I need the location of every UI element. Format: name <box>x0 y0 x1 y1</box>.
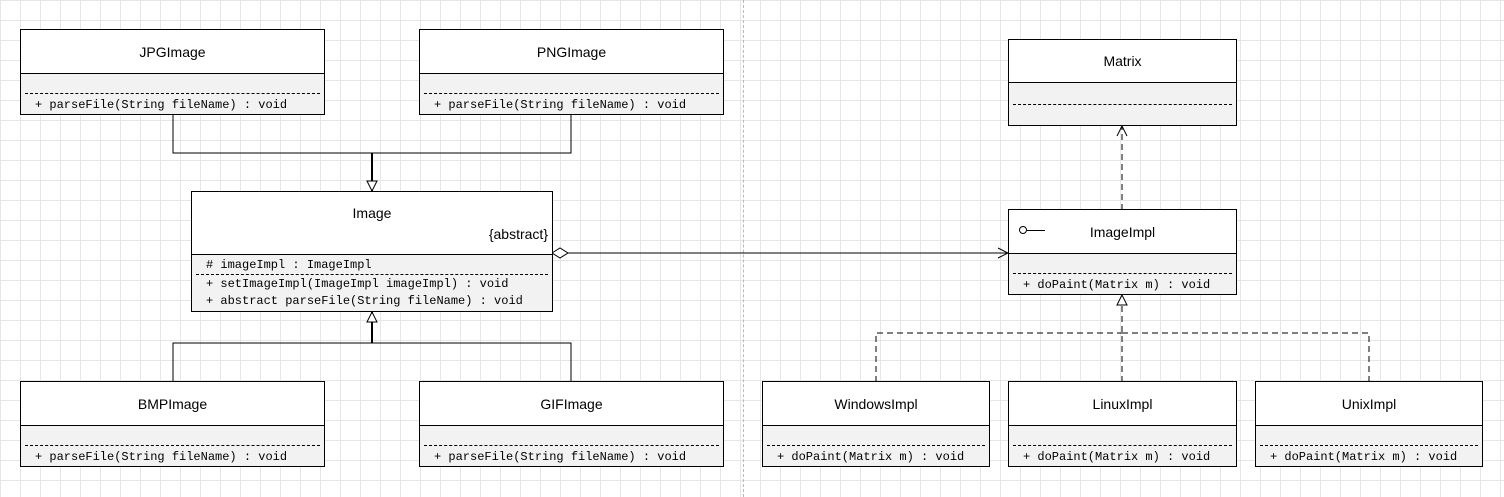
class-name: WindowsImpl <box>834 395 918 412</box>
generalization-gif-line <box>372 342 572 382</box>
class-name: Image <box>352 205 392 221</box>
interface-icon <box>1019 226 1045 234</box>
class-name: Matrix <box>1103 53 1142 69</box>
class-gifimage[interactable]: GIFImage + parseFile(String fileName) : … <box>419 381 724 467</box>
operation: + parseFile(String fileName) : void <box>434 98 687 112</box>
class-matrix[interactable]: Matrix <box>1008 39 1237 126</box>
class-uniximpl[interactable]: UnixImpl + doPaint(Matrix m) : void <box>1255 381 1483 467</box>
generalization-bmp-line <box>172 342 372 382</box>
operation: + parseFile(String fileName) : void <box>434 450 687 464</box>
realization-windows-line <box>875 332 1122 382</box>
class-name: ImageImpl <box>1089 223 1156 240</box>
class-name: PNGImage <box>536 43 607 60</box>
operation: + setImageImpl(ImageImpl imageImpl) : vo… <box>206 277 509 291</box>
class-bmpimage[interactable]: BMPImage + parseFile(String fileName) : … <box>20 381 325 467</box>
generalization-jpg-line <box>172 115 372 154</box>
operation: + doPaint(Matrix m) : void <box>1023 278 1211 292</box>
class-jpgimage[interactable]: JPGImage + parseFile(String fileName) : … <box>20 29 325 115</box>
class-name: JPGImage <box>139 43 206 60</box>
operation: + parseFile(String fileName) : void <box>35 450 288 464</box>
operation: + doPaint(Matrix m) : void <box>1270 450 1458 464</box>
operation: + doPaint(Matrix m) : void <box>1023 450 1211 464</box>
class-name: LinuxImpl <box>1092 395 1153 412</box>
class-name: UnixImpl <box>1341 395 1397 412</box>
class-name: BMPImage <box>137 395 208 412</box>
operation: + abstract parseFile(String fileName) : … <box>206 294 523 308</box>
operation: + doPaint(Matrix m) : void <box>777 450 965 464</box>
abstract-stereotype: {abstract} <box>488 226 548 242</box>
realization-unix-line <box>1122 332 1370 382</box>
class-linuximpl[interactable]: LinuxImpl + doPaint(Matrix m) : void <box>1008 381 1237 467</box>
class-imageimpl[interactable]: ImageImpl + doPaint(Matrix m) : void <box>1008 209 1237 295</box>
class-windowsimpl[interactable]: WindowsImpl + doPaint(Matrix m) : void <box>762 381 990 467</box>
class-name: GIFImage <box>540 395 603 412</box>
operation: + parseFile(String fileName) : void <box>35 98 288 112</box>
class-pngimage[interactable]: PNGImage + parseFile(String fileName) : … <box>419 29 724 115</box>
class-image[interactable]: Image {abstract} # imageImpl : ImageImpl… <box>191 191 553 312</box>
attribute: # imageImpl : ImageImpl <box>206 258 372 272</box>
generalization-png-line <box>372 115 572 154</box>
